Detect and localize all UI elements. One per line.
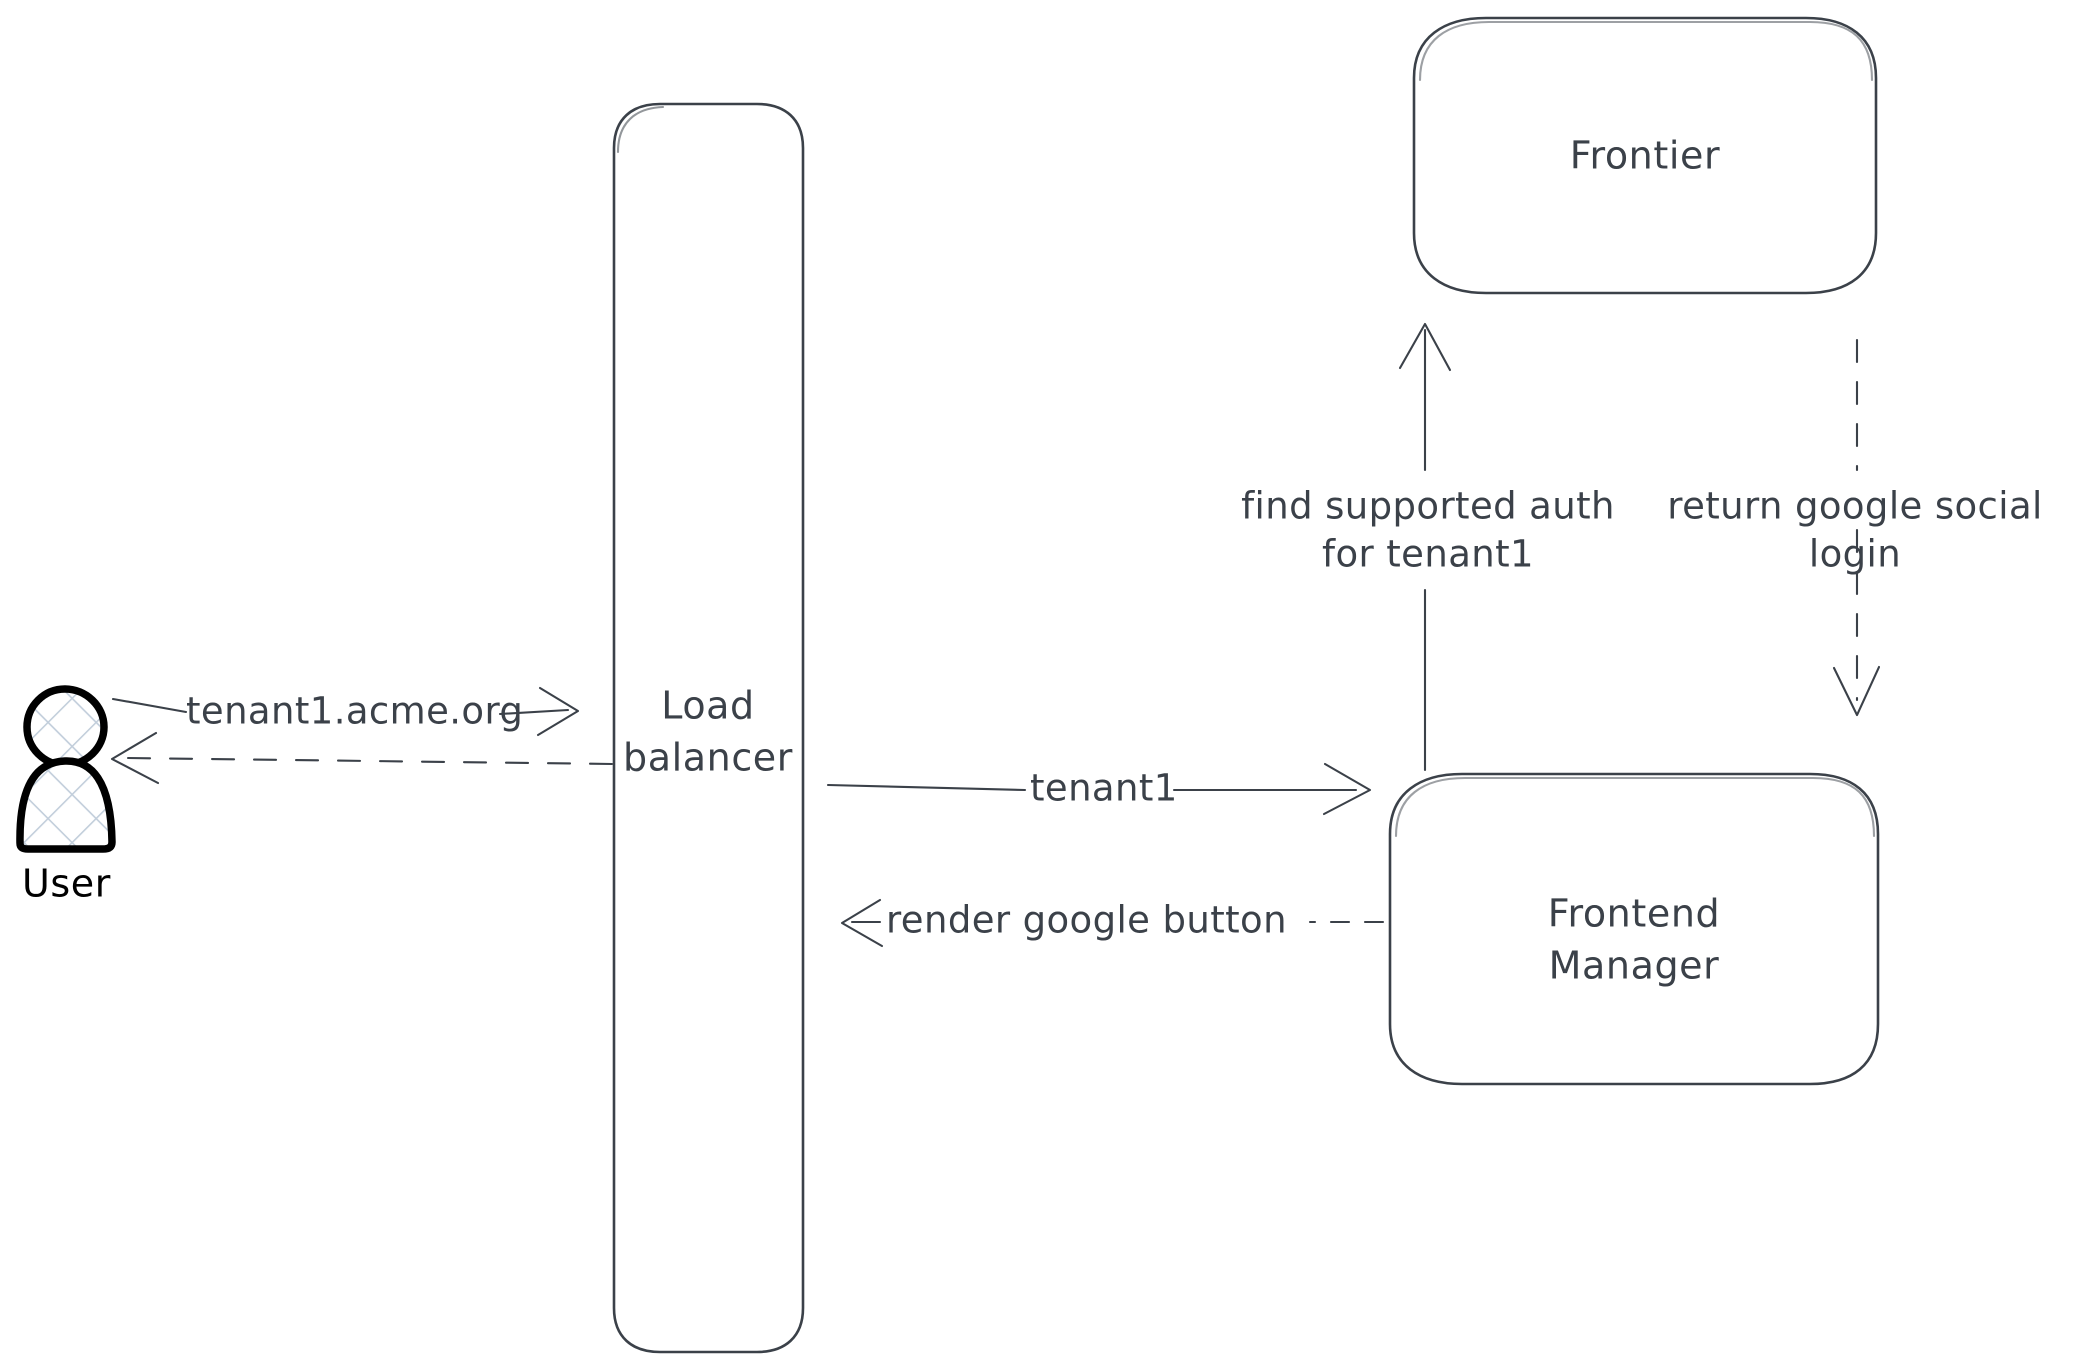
edge-user-to-load-balancer: tenant1.acme.org [111, 686, 580, 737]
user-actor: User [16, 685, 116, 906]
edge-lb-user-line [126, 756, 614, 766]
edge-fm-frontier-label-line2: for tenant1 [1322, 533, 1534, 576]
load-balancer-node[interactable]: Load balancer [612, 102, 805, 1354]
edge-fm-frontier-label-line1: find supported auth [1241, 485, 1615, 528]
frontend-manager-node[interactable]: Frontend Manager [1388, 772, 1880, 1086]
user-body-icon [16, 757, 116, 853]
frontend-manager-shape [1388, 772, 1880, 1086]
edge-fm-lb-label: render google button [886, 899, 1287, 942]
edge-fm-lb-arrowhead [840, 898, 884, 948]
edge-lb-fm-line-left [826, 783, 1027, 792]
edge-frontend-manager-to-load-balancer: render google button [840, 898, 1385, 948]
frontier-shape-accent [1418, 20, 1874, 82]
edge-fm-frontier-arrowhead [1398, 322, 1452, 372]
edge-frontier-fm-label-line1: return google social [1667, 485, 2042, 528]
edge-user-lb-line-right [498, 708, 570, 716]
frontier-shape [1412, 16, 1878, 295]
edge-lb-fm-label: tenant1 [1030, 767, 1178, 810]
edge-frontier-fm-label-line2: login [1809, 533, 1901, 576]
edge-frontier-fm-arrowhead [1832, 665, 1881, 717]
user-head-icon [23, 685, 108, 769]
frontend-manager-label-line2: Manager [1549, 944, 1720, 988]
user-label: User [22, 862, 111, 906]
load-balancer-label-line2: balancer [623, 736, 793, 780]
frontier-node[interactable]: Frontier [1412, 16, 1878, 295]
edge-frontier-to-frontend-manager: return google social login [1667, 338, 2042, 717]
load-balancer-shape [612, 102, 805, 1354]
load-balancer-label-line1: Load [661, 684, 755, 728]
edge-user-lb-line-left [111, 697, 188, 714]
edge-load-balancer-to-user [110, 731, 614, 785]
edge-load-balancer-to-frontend-manager: tenant1 [826, 762, 1372, 816]
frontend-manager-shape-accent [1394, 776, 1876, 838]
frontend-manager-label-line1: Frontend [1548, 892, 1721, 936]
user-head-fill [27, 689, 103, 765]
frontier-label: Frontier [1570, 134, 1720, 178]
edge-user-lb-label: tenant1.acme.org [186, 690, 523, 733]
edge-lb-fm-arrowhead [1322, 762, 1372, 816]
load-balancer-shape-accent [616, 105, 665, 154]
user-body-fill [22, 763, 110, 847]
edge-lb-user-arrowhead [110, 731, 160, 785]
edge-user-lb-arrowhead [536, 686, 580, 737]
edge-frontend-manager-to-frontier: find supported auth for tenant1 [1241, 322, 1615, 772]
